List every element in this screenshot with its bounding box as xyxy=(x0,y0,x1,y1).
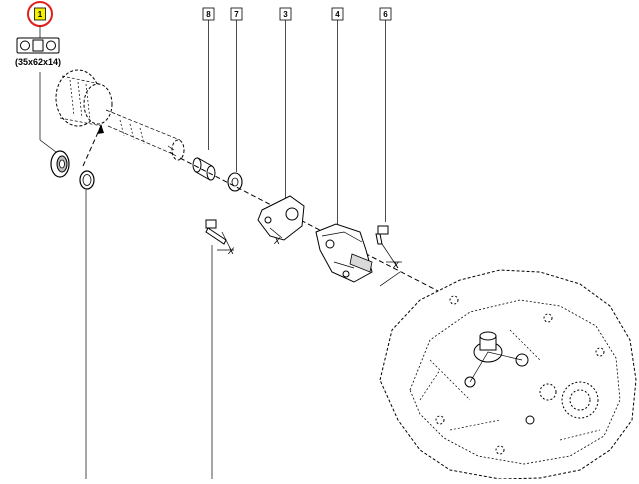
callout-7[interactable]: 7 xyxy=(230,7,243,21)
x-mark-bolt-left: X xyxy=(227,246,235,256)
callout-1[interactable]: 1 xyxy=(27,1,53,27)
drive-shaft xyxy=(55,69,185,161)
gasket-part-3 xyxy=(257,195,305,241)
x-mark-bracket: X xyxy=(273,236,281,246)
shaft-seal xyxy=(50,150,95,190)
seal-symbol-icon xyxy=(16,37,60,54)
callout-8-label: 8 xyxy=(206,10,211,19)
sleeve-part-8 xyxy=(192,157,216,181)
x-mark-bolt-right: X xyxy=(392,260,400,270)
callout-7-label: 7 xyxy=(234,10,239,19)
assembly-arrow xyxy=(82,124,104,167)
callout-1-label: 1 xyxy=(38,10,43,19)
leader-lines xyxy=(39,20,386,479)
callout-4[interactable]: 4 xyxy=(331,7,344,21)
actuator-part-4 xyxy=(315,223,373,283)
callout-1-box xyxy=(34,7,46,21)
washer-part-7 xyxy=(227,172,243,192)
callout-6-label: 6 xyxy=(383,10,388,19)
assembly-axis xyxy=(179,157,441,293)
callout-6[interactable]: 6 xyxy=(379,7,392,21)
bolt-left xyxy=(205,219,234,253)
callout-8[interactable]: 8 xyxy=(202,7,215,21)
callout-4-label: 4 xyxy=(335,10,340,19)
gearbox-housing xyxy=(379,269,637,480)
seal-dimensions: (35x62x14) xyxy=(15,57,61,67)
bolt-right-part-6 xyxy=(375,225,402,287)
callout-3-label: 3 xyxy=(283,10,288,19)
callout-3[interactable]: 3 xyxy=(279,7,292,21)
